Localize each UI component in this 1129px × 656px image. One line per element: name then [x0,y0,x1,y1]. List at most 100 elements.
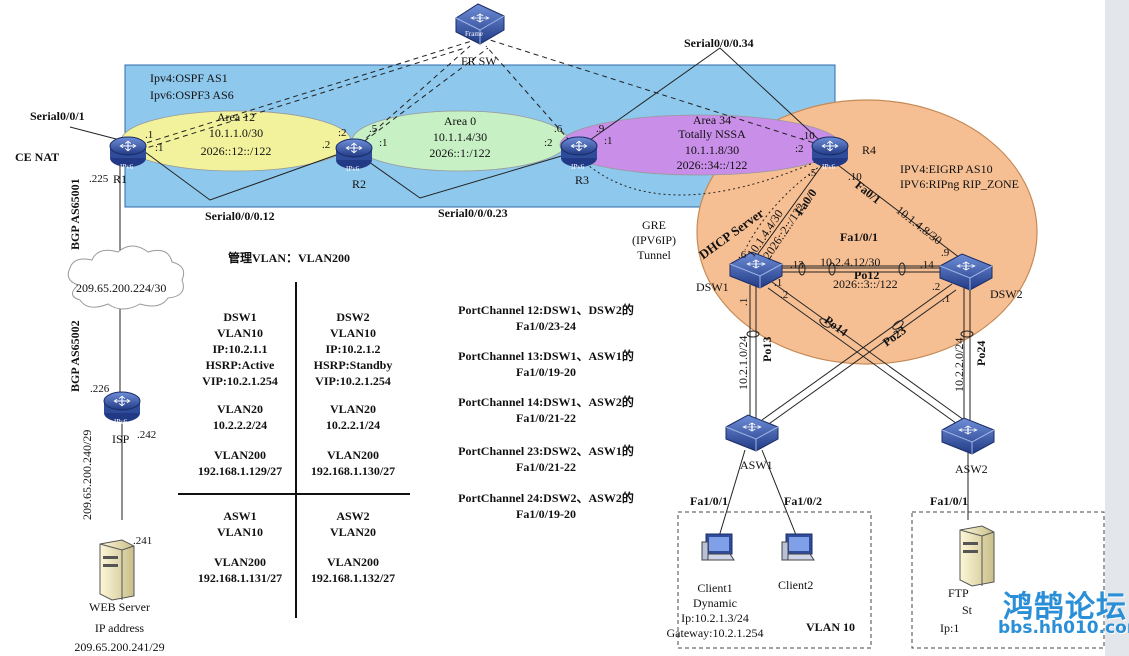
r4-ip-left: :2 [795,143,804,155]
dsw1-label: DSW1 [696,280,729,294]
r2-ip-top: .2 [322,139,331,151]
r1-ip-bottom: .225 [89,173,109,185]
asw1-port1-label: Fa1/0/1 [690,494,728,508]
eigrp-ipv4-label: IPV4:EIGRP AS10 [900,162,993,176]
r1-ip-left: .1 [145,129,154,141]
gre-tunnel-label: Tunnel [637,248,671,262]
client1-gateway: Gateway:10.2.1.254 [666,626,764,640]
po13-label: Po13 [760,336,774,362]
r4-ip-top: .10 [801,130,815,142]
client1-label: Client1 [697,581,733,595]
dsw2-label: DSW2 [990,287,1023,301]
r4-dsw-links [754,159,961,269]
dsw1-asw1-subnet: 10.2.1.0/24 [736,335,750,390]
isp-label: ISP [112,432,130,446]
r1-router-icon [109,136,147,167]
r2-ip-top2: .5 [369,123,378,135]
client2-pc-icon [781,533,815,561]
r3-label: R3 [575,173,590,187]
dsw2-ip-b1: .2 [932,281,941,293]
asw1-label: ASW1 [740,458,773,472]
ce-nat-label: CE NAT [15,150,60,164]
dsw2-asw2-subnet: 10.2.2.0/24 [952,337,966,392]
r1-label: R1 [113,172,128,186]
r4-fa01-ip: .10 [848,171,862,183]
po12-link [772,262,944,276]
po24-label: Po24 [974,340,988,366]
web-server-label: WEB Server [89,600,150,614]
serial0-0-0-12-label: Serial0/0/0.12 [205,209,275,223]
dsw-fa1-0-1-label: Fa1/0/1 [840,230,878,244]
isp-web-subnet-label: 209.65.200.240/29 [80,429,94,520]
bgp-as65002-label: BGP AS65002 [68,320,82,392]
ripng-ipv6-label: IPV6:RIPng RIP_ZONE [900,177,1020,191]
po13-po24-links [746,285,974,420]
client1-dynamic: Dynamic [693,596,737,610]
vlan-table-lines [178,282,410,618]
area0-name: Area 0 [443,114,477,128]
r4-ipv6-tag: IPv6 [822,163,836,171]
frame-relay-links [129,39,831,153]
dsw1-switch-icon [729,251,783,289]
isp-ip-top: .226 [90,383,110,395]
area12-name: Area 12 [216,110,256,124]
area34-ipv6: 2026::34::/122 [676,158,748,172]
isp-ip-right: .242 [137,429,157,441]
gre-ipv6ip-label: (IPV6IP) [632,233,676,247]
r4-label: R4 [862,143,877,157]
area12-ipv6: 2026::12::/122 [200,144,272,158]
r2-ip-left: :2 [338,127,347,139]
dsw2-ip-b2: .1 [942,293,951,305]
fr-switch-label: FR SW [461,54,497,68]
vlan10-label: VLAN 10 [806,620,856,634]
r2-label: R2 [352,177,367,191]
dsw1-ip-right: .13 [790,259,804,271]
asw2-label: ASW2 [955,462,988,476]
window-scrollbar-strip [1105,0,1129,656]
area34-ipv4: 10.1.1.8/30 [684,143,740,157]
r1-ipv6-tag: IPv6 [120,163,134,171]
po12-ipv4: 10.2.4.12/30 [820,255,881,269]
ftp-box [911,511,1105,649]
gre-tunnel-line [581,159,821,196]
web-server-ip-caption: IP address [94,621,145,635]
web-server-ip-suffix: .241 [133,535,153,547]
r2-ip-right: :1 [379,137,388,149]
ospf-ipv4-label: Ipv4:OSPF AS1 [150,71,228,85]
r3-ipv6-tag: IPv6 [571,163,585,171]
po12-ipv6: 2026::3::/122 [833,277,898,291]
area34-type: Totally NSSA [678,127,746,141]
client1-ip: Ip:10.2.1.3/24 [681,611,749,625]
client1-pc-icon [701,533,735,561]
area0-ipv4: 10.1.1.4/30 [432,130,488,144]
dsw1-ip-b2: .2 [780,289,789,301]
isp-ipv6-tag: IPv6 [114,418,128,426]
asw2-switch-icon [941,417,995,455]
ftp-label: FTP [948,586,969,600]
forum-watermark: 鸿鹄论坛 [1003,590,1127,625]
cloud-subnet-label: 209.65.200.224/30 [76,281,167,295]
r4-fa00-ip: .5 [808,167,817,179]
web-server-ip: 209.65.200.241/29 [74,640,165,654]
bgp-as65001-label: BGP AS65001 [68,178,82,250]
po12-label: Po12 [854,268,880,282]
dsw1-ip-left: .1 [738,297,750,306]
ftp-server-icon [959,525,995,587]
dsw2-ip-left: .14 [920,259,934,271]
ospf-ipv6-label: Ipv6:OSPF3 AS6 [150,88,234,102]
po14-po23-links [761,281,965,427]
r3-router-icon [560,136,598,167]
r3-ip-right: :1 [604,135,613,147]
r3-ip-top2: .9 [596,123,605,135]
forum-watermark-url: bbs.hh010.com [998,618,1129,638]
client2-label: Client2 [778,578,814,592]
fr-switch-tag: Frame [465,30,483,38]
